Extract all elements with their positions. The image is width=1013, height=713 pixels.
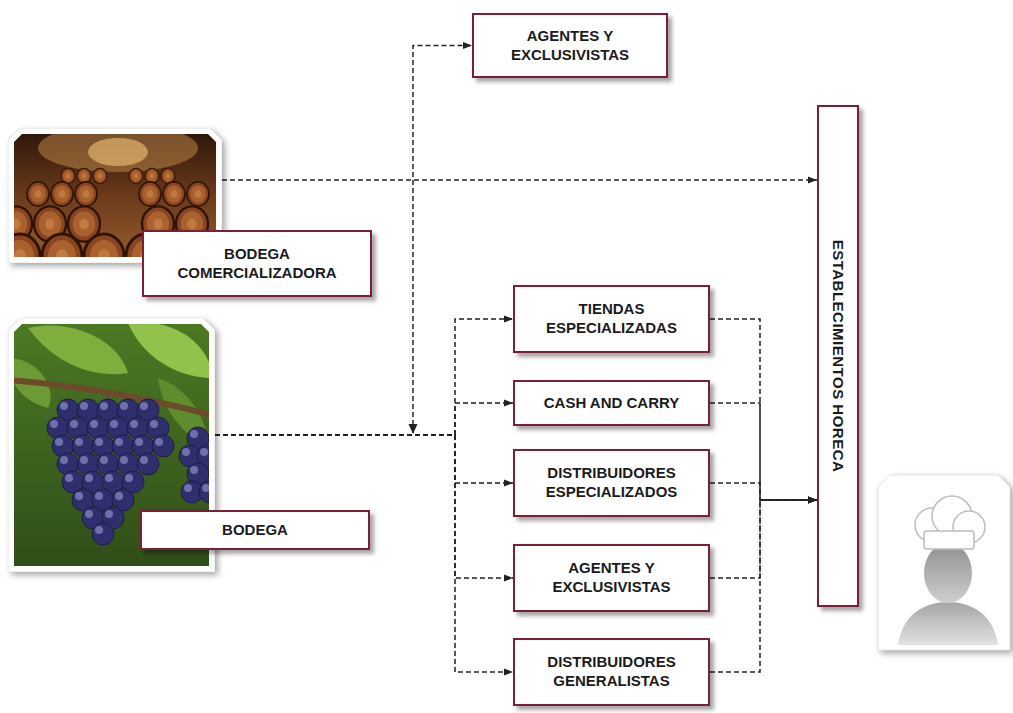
text-block: BODEGA <box>222 521 288 540</box>
illustration-part <box>42 234 82 263</box>
dashed-connector <box>215 403 513 435</box>
winery-node: BODEGA COMERCIALIZADORA <box>8 128 372 297</box>
channel-box: CASH AND CARRY <box>513 380 710 426</box>
channel-box: AGENTES Y EXCLUSIVISTAS <box>513 544 710 612</box>
dashed-connector <box>710 500 817 578</box>
illustration-part <box>84 234 124 263</box>
illustration-part <box>187 182 209 206</box>
illustration-part <box>92 523 114 545</box>
box-label: ESTABLECIMIENTOS HORECA <box>829 240 848 473</box>
winery-label: BODEGA <box>140 510 370 550</box>
channel-box: AGENTES Y EXCLUSIVISTAS <box>472 13 668 78</box>
box-label: TIENDAS ESPECIALIZADAS <box>527 300 696 338</box>
chef-hat-band <box>924 531 974 549</box>
text-block: DISTRIBUIDORES GENERALISTAS <box>527 653 696 691</box>
illustration-part <box>28 325 128 374</box>
illustration-part <box>93 168 107 183</box>
dashed-connector <box>215 319 513 435</box>
dashed-connector <box>215 435 513 672</box>
chef-shoulders <box>898 602 998 645</box>
illustration-part <box>163 182 185 206</box>
illustration-part <box>8 234 40 263</box>
illustration-part <box>27 182 49 206</box>
illustration-part <box>129 168 143 183</box>
illustration-part <box>51 182 73 206</box>
text-block: DISTRIBUIDORES ESPECIALIZADOS <box>527 464 696 502</box>
box-label: AGENTES Y EXCLUSIVISTAS <box>486 27 654 65</box>
illustration-part <box>139 182 161 206</box>
winery-node: BODEGA <box>8 318 370 572</box>
illustration-part <box>88 138 148 166</box>
text-block: AGENTES Y EXCLUSIVISTAS <box>486 27 654 65</box>
dashed-connector <box>222 179 817 181</box>
channel-box: DISTRIBUIDORES ESPECIALIZADOS <box>513 449 710 517</box>
illustration-part <box>199 481 215 503</box>
connector-group <box>215 46 817 673</box>
box-label: BODEGA COMERCIALIZADORA <box>156 245 358 283</box>
chef-head <box>924 543 972 603</box>
dashed-connector <box>710 319 817 500</box>
target-band: ESTABLECIMIENTOS HORECA <box>817 105 859 607</box>
illustration-part <box>152 435 174 457</box>
box-label: BODEGA <box>222 521 288 540</box>
illustration-part <box>137 453 159 475</box>
text-block: TIENDAS ESPECIALIZADAS <box>527 300 696 338</box>
dashed-connector <box>215 435 513 578</box>
illustration-part <box>75 182 97 206</box>
channel-box: DISTRIBUIDORES GENERALISTAS <box>513 638 710 706</box>
dashed-connector <box>710 403 817 500</box>
chef-icon <box>878 475 1010 650</box>
illustration-part <box>128 322 213 378</box>
dashed-connector <box>215 435 513 483</box>
winery-label: BODEGA COMERCIALIZADORA <box>142 230 372 297</box>
text-block: ESTABLECIMIENTOS HORECA <box>829 240 848 473</box>
text-block: CASH AND CARRY <box>544 394 680 413</box>
text-block: AGENTES Y EXCLUSIVISTAS <box>527 559 696 597</box>
box-label: AGENTES Y EXCLUSIVISTAS <box>527 559 696 597</box>
illustration-part <box>38 128 198 172</box>
chef-frame <box>878 475 1010 650</box>
box-label: DISTRIBUIDORES ESPECIALIZADOS <box>527 464 696 502</box>
channel-box: TIENDAS ESPECIALIZADAS <box>513 285 710 353</box>
box-label: DISTRIBUIDORES GENERALISTAS <box>527 653 696 691</box>
dashed-connector <box>710 500 817 672</box>
box-label: CASH AND CARRY <box>544 394 680 413</box>
text-block: BODEGA COMERCIALIZADORA <box>156 245 358 283</box>
dashed-connector <box>710 483 817 500</box>
